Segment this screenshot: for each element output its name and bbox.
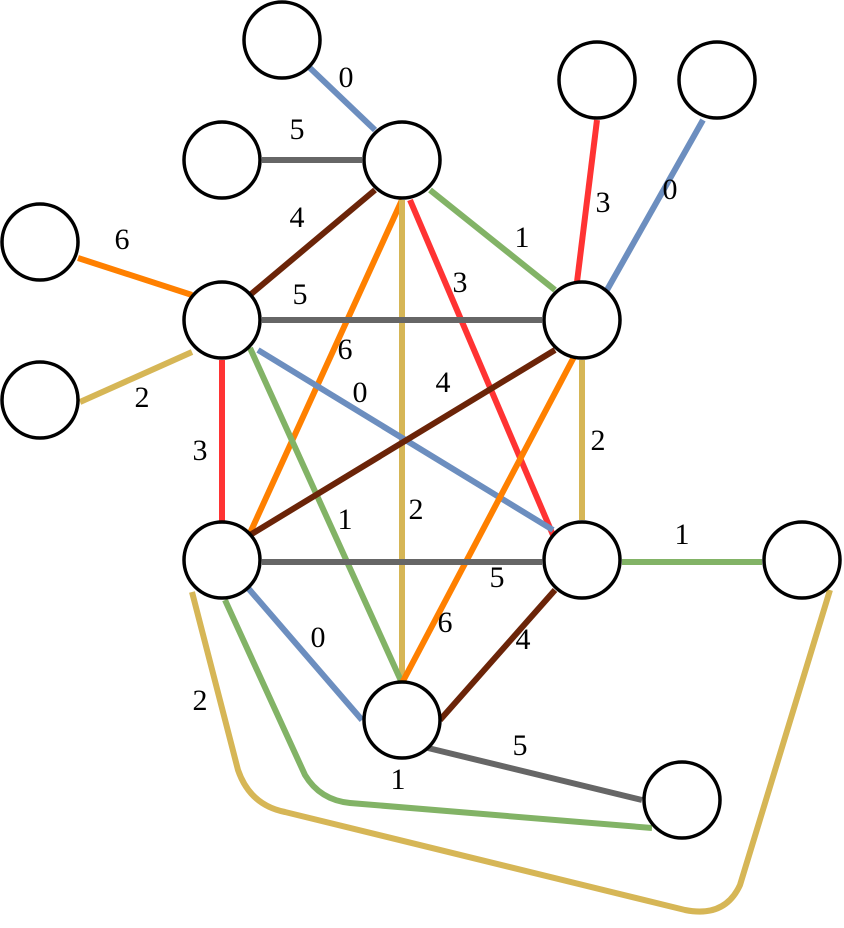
- edge-I-M: [399, 353, 578, 685]
- edge-label-I-K: 2: [591, 424, 606, 457]
- edge-C-J: [247, 198, 405, 535]
- edge-label-F-E: 2: [135, 381, 150, 414]
- edge-E-M: [247, 346, 405, 685]
- edge-label-C-I: 1: [515, 221, 530, 254]
- edge-label-C-K: 3: [453, 266, 468, 299]
- edge-label-J-L: 2: [193, 684, 208, 717]
- edge-label-H-I: 0: [663, 173, 678, 206]
- edge-label-E-I: 5: [293, 278, 308, 311]
- edge-F-E: [78, 349, 194, 405]
- edge-J-M: [245, 586, 365, 722]
- edge-I-J: [248, 347, 557, 538]
- edge-label-A-C: 0: [339, 61, 354, 94]
- edge-C-I: [428, 187, 557, 293]
- node-E: [182, 280, 262, 360]
- edge-label-I-M: 6: [438, 606, 453, 639]
- node-F: [0, 360, 80, 440]
- edge-label-C-J: 6: [338, 333, 353, 366]
- edges-layer: [77, 65, 833, 915]
- edge-label-M-N: 5: [513, 729, 528, 762]
- edge-label-K-M: 4: [516, 623, 531, 656]
- edge-label-J-K: 5: [490, 561, 505, 594]
- edge-J-N: [222, 598, 653, 831]
- node-C: [362, 120, 442, 200]
- node-A: [242, 0, 322, 80]
- edge-C-E: [248, 187, 377, 298]
- edge-label-E-J: 3: [193, 434, 208, 467]
- node-J: [182, 520, 262, 600]
- edge-D-E: [77, 255, 193, 298]
- edge-H-I: [604, 118, 706, 292]
- node-L: [762, 520, 842, 600]
- edge-M-N: [427, 745, 643, 803]
- edge-label-J-N: 1: [391, 763, 406, 796]
- edge-label-D-E: 6: [115, 223, 130, 256]
- node-D: [0, 202, 80, 282]
- node-K: [542, 520, 622, 600]
- edge-G-I: [574, 119, 600, 283]
- edge-label-C-M: 2: [409, 493, 424, 526]
- node-N: [642, 760, 722, 840]
- edge-label-I-J: 4: [436, 366, 451, 399]
- edge-label-E-M: 1: [338, 503, 353, 536]
- edge-label-G-I: 3: [596, 186, 611, 219]
- edge-J-L: [189, 589, 833, 915]
- edge-label-J-M: 0: [311, 621, 326, 654]
- edge-label-E-K: 0: [353, 376, 368, 409]
- node-G: [557, 40, 637, 120]
- node-B: [182, 120, 262, 200]
- edge-C-K: [407, 198, 556, 537]
- edge-K-M: [437, 588, 558, 722]
- node-M: [362, 680, 442, 760]
- nodes-layer: [0, 0, 842, 840]
- edge-label-C-E: 4: [290, 201, 305, 234]
- edge-A-C: [307, 65, 378, 133]
- node-I: [542, 280, 622, 360]
- edge-label-B-C: 5: [290, 113, 305, 146]
- edge-label-K-L: 1: [675, 518, 690, 551]
- node-H: [677, 40, 757, 120]
